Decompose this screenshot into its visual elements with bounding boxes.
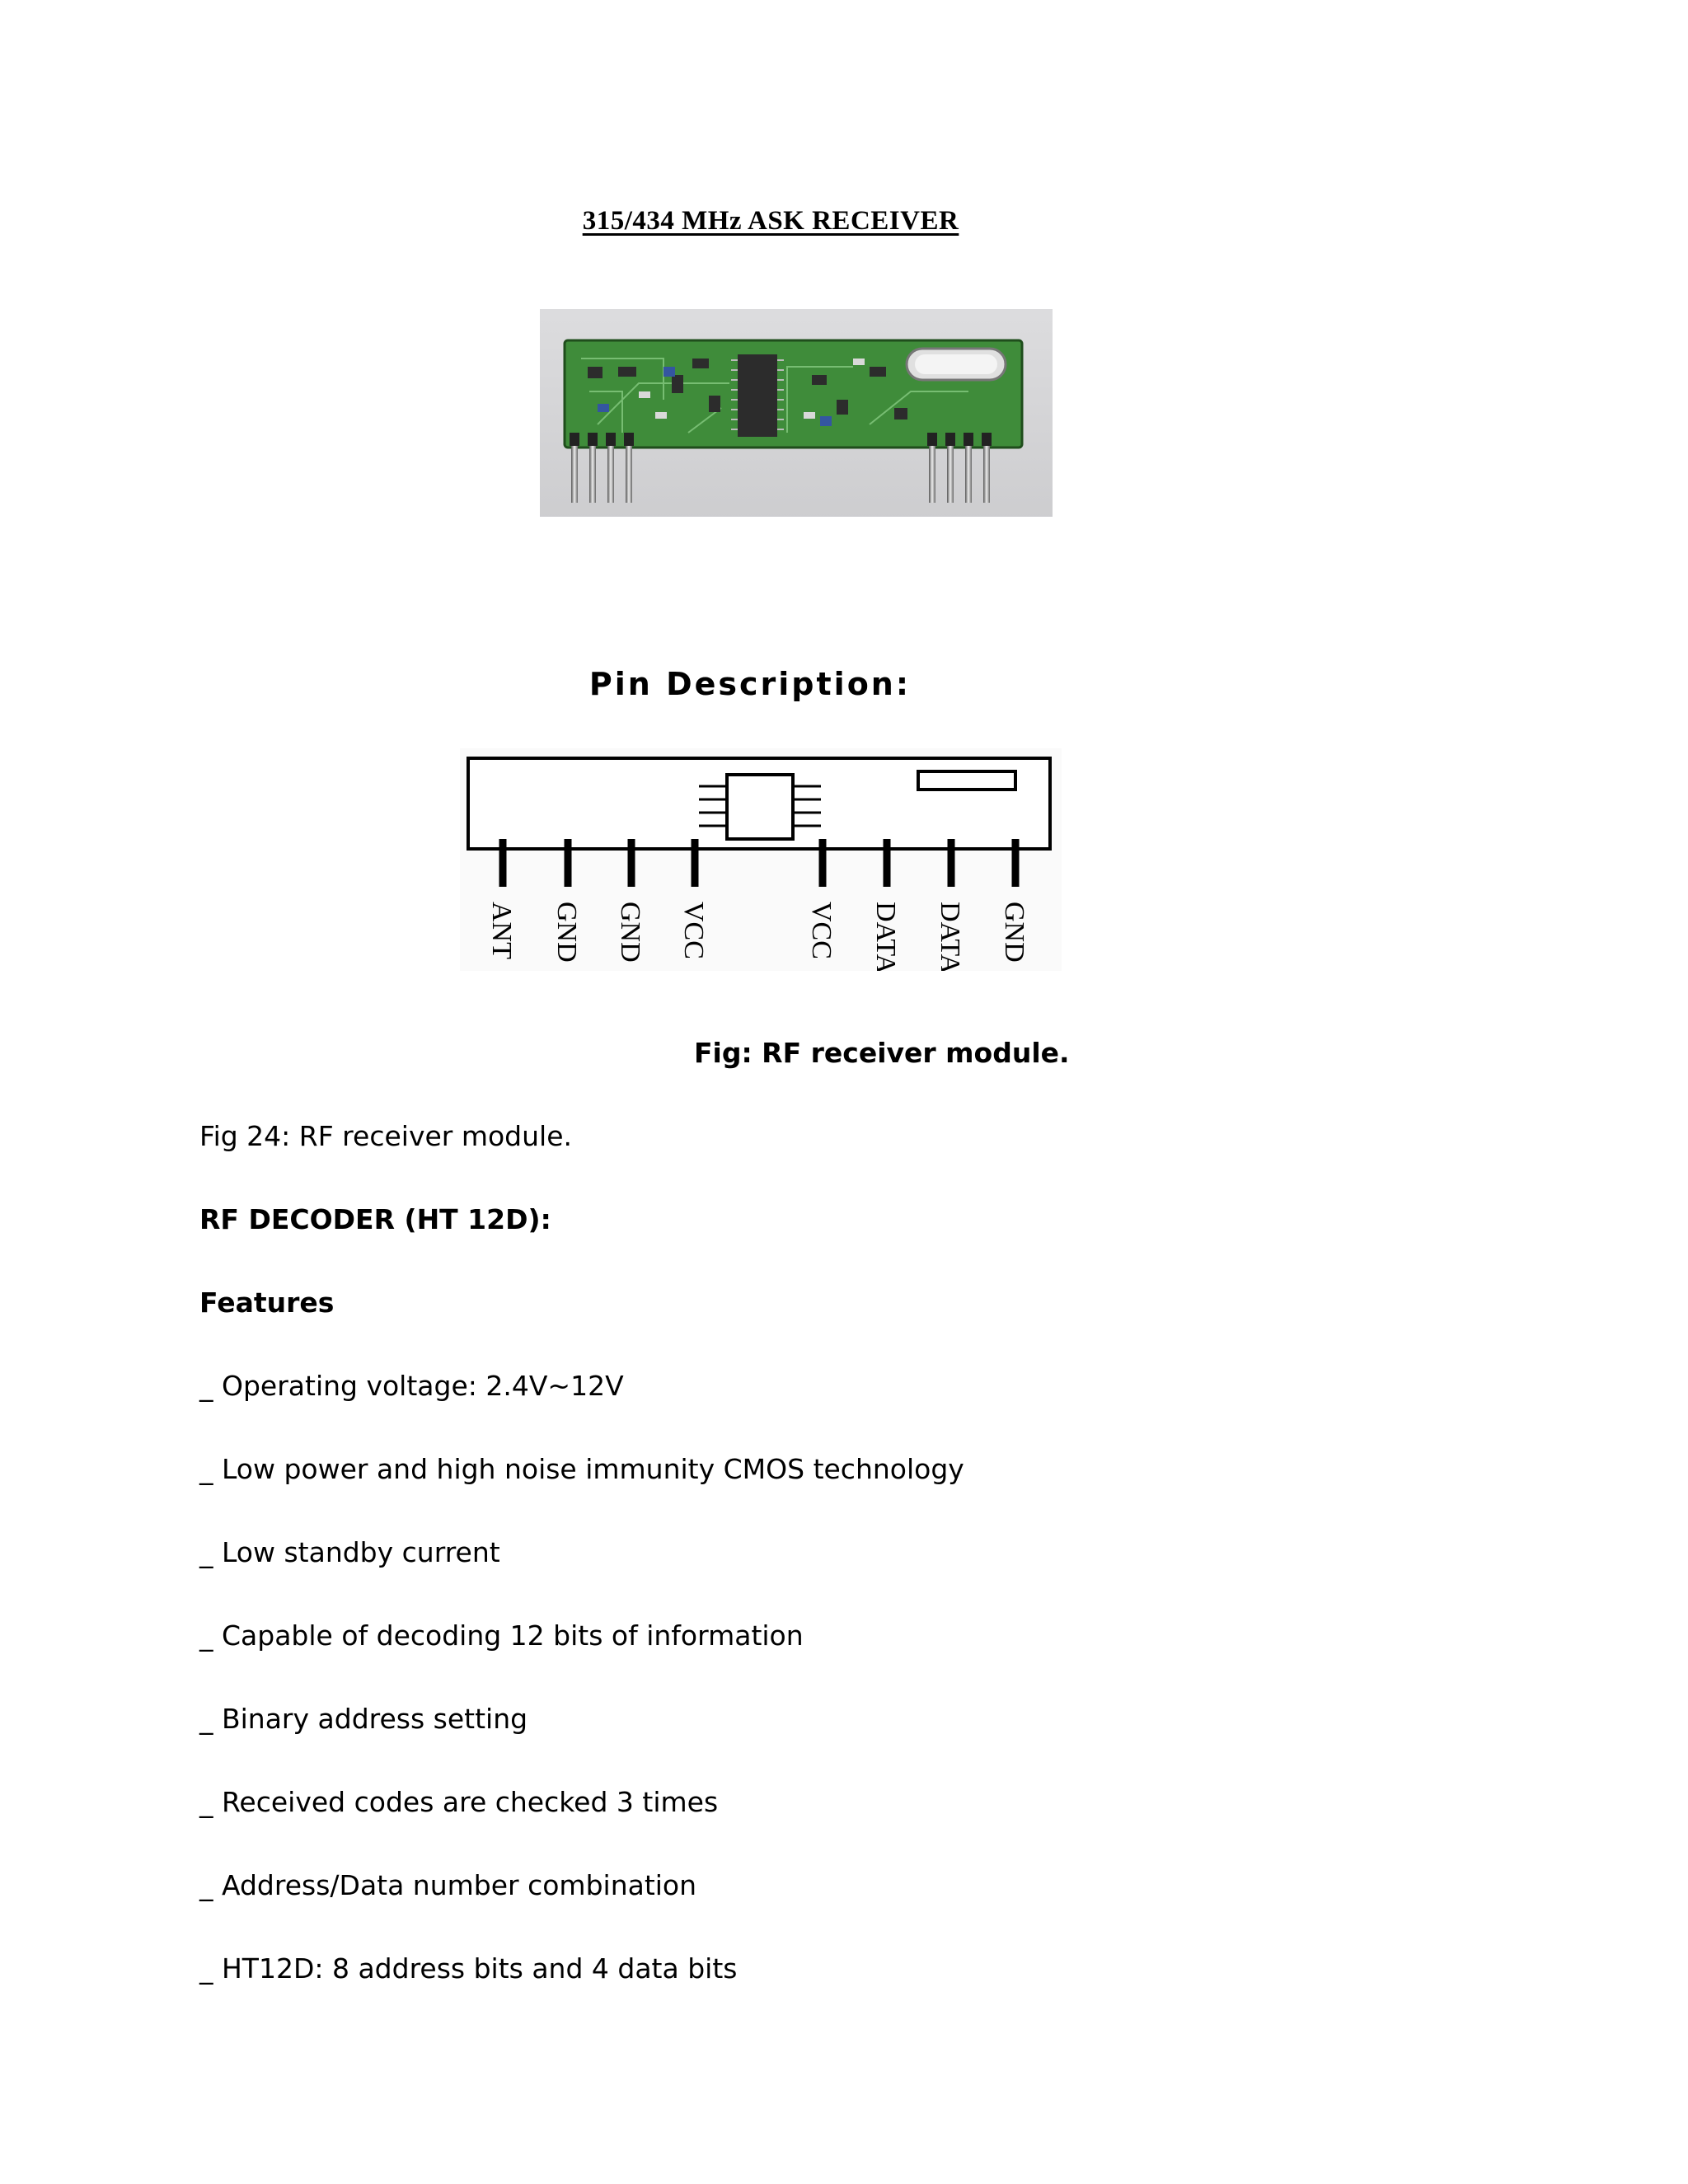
feature-item: _ Low power and high noise immunity CMOS… (199, 1453, 964, 1485)
pin-label-gnd-1: GND (551, 902, 582, 963)
features-heading: Features (199, 1286, 335, 1319)
rf-receiver-photo (540, 309, 1053, 517)
feature-item: _ HT12D: 8 address bits and 4 data bits (199, 1952, 738, 1985)
feature-item: _ Operating voltage: 2.4V~12V (199, 1370, 624, 1402)
pin-label-ant: ANT (486, 902, 517, 959)
figure-title: 315/434 MHz ASK RECEIVER (582, 206, 959, 236)
figure-caption: Fig: RF receiver module. (694, 1037, 1070, 1069)
pin-label-data-1: DATA (870, 902, 901, 971)
pin-description-heading: Pin Description: (588, 666, 912, 702)
feature-item: _ Received codes are checked 3 times (199, 1786, 719, 1818)
fig24-caption: Fig 24: RF receiver module. (199, 1120, 572, 1152)
pin-label-vcc-2: VCC (806, 902, 837, 959)
ic-symbol (725, 773, 795, 841)
pin-diagram: ANT GND GND VCC VCC DATA DATA GND (460, 748, 1062, 971)
crystal-symbol (917, 770, 1017, 791)
feature-item: _ Address/Data number combination (199, 1869, 697, 1901)
pin-label-data-2: DATA (935, 902, 965, 971)
feature-item: _ Capable of decoding 12 bits of informa… (199, 1619, 804, 1652)
features-list: _ Operating voltage: 2.4V~12V _ Low powe… (199, 1370, 964, 2036)
section-heading: RF DECODER (HT 12D): (199, 1203, 551, 1235)
pin-label-gnd-2: GND (615, 902, 645, 963)
feature-item: _ Low standby current (199, 1536, 500, 1568)
pin-label-gnd-3: GND (999, 902, 1029, 963)
feature-item: _ Binary address setting (199, 1703, 528, 1735)
pin-label-vcc-1: VCC (678, 902, 709, 959)
